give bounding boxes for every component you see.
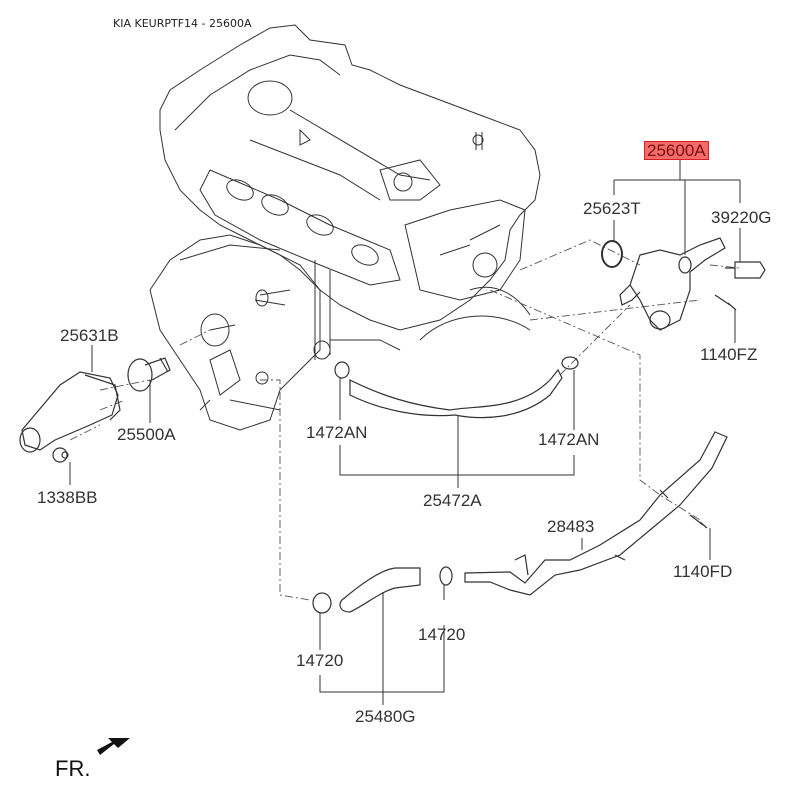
- part-label-25631B[interactable]: 25631B: [60, 326, 119, 345]
- upper-hose-drawing: [334, 356, 579, 419]
- part-label-1338BB[interactable]: 1338BB: [37, 488, 98, 507]
- part-label-25480G[interactable]: 25480G: [355, 707, 416, 726]
- part-label-25500A[interactable]: 25500A: [117, 425, 176, 444]
- label-leader-lines: [69, 160, 741, 705]
- engine-block-drawing: [149, 24, 541, 431]
- water-outlet-housing-drawing: [601, 237, 766, 331]
- part-label-25600A[interactable]: 25600A: [644, 141, 709, 160]
- part-label-25623T[interactable]: 25623T: [583, 199, 641, 218]
- part-label-25472A[interactable]: 25472A: [423, 491, 482, 510]
- part-label-1140FD[interactable]: 1140FD: [673, 562, 733, 581]
- part-label-39220G[interactable]: 39220G: [711, 208, 772, 227]
- part-label-14720-left[interactable]: 14720: [296, 651, 344, 670]
- part-label-28483[interactable]: 28483: [547, 517, 595, 536]
- thermostat-housing-drawing: [19, 357, 171, 463]
- front-direction-label: FR.: [55, 756, 91, 781]
- part-label-1472AN-right[interactable]: 1472AN: [538, 430, 600, 449]
- part-label-1140FZ[interactable]: 1140FZ: [700, 345, 758, 364]
- front-arrow-icon: [97, 738, 130, 755]
- part-label-1472AN-left[interactable]: 1472AN: [306, 423, 368, 442]
- part-label-14720-right[interactable]: 14720: [418, 625, 466, 644]
- assembly-leader-lines: [69, 239, 741, 601]
- lower-hose-and-pipe-drawing: [312, 431, 728, 614]
- diagram-title: KIA KEURPTF14 - 25600A: [113, 17, 252, 30]
